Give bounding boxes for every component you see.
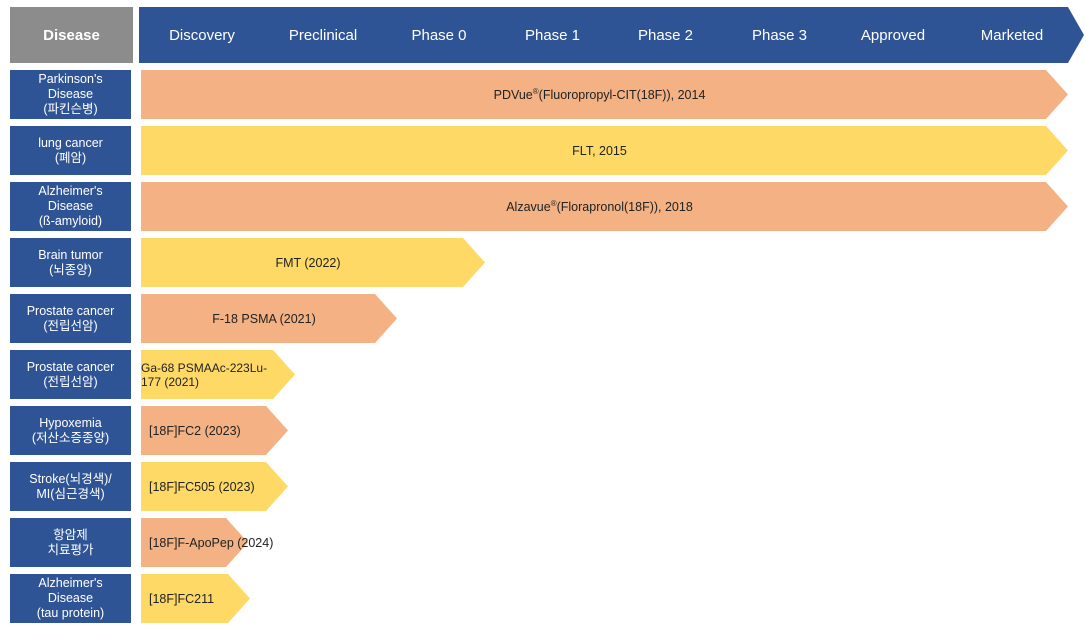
bar-label: PDVue®(Fluoropropyl-CIT(18F)), 2014 — [494, 87, 706, 102]
phase-label: Phase 1 — [524, 26, 581, 44]
bar-label: [18F]FC211 — [149, 592, 214, 606]
bar-label-line: [18F]FC211 — [149, 591, 215, 606]
bar-label: FMT (2022) — [275, 256, 340, 270]
row-label: lung cancer(폐암) — [10, 126, 131, 175]
bar-label: [18F]FC505 (2023) — [149, 480, 255, 494]
pipeline-bar — [141, 406, 288, 455]
phase-discovery: Discovery — [139, 7, 273, 63]
phase-label: Approved — [860, 26, 926, 44]
row-label-line: Prostate cancer — [26, 359, 115, 374]
phase-label: Preclinical — [288, 26, 358, 44]
row-label-line: (ß-amyloid) — [38, 214, 103, 228]
row-label-line: (저산소증종양) — [31, 430, 110, 445]
bar-label-line: FLT, 2015 — [572, 143, 627, 158]
bar-label-holder: FMT (2022) — [141, 238, 475, 287]
row-label-line: Brain tumor — [38, 247, 103, 262]
phase-label: Phase 3 — [751, 26, 808, 44]
bar-label-holder: Alzavue®(Florapronol(18F)), 2018 — [141, 182, 1058, 231]
row-label-line: Stroke(뇌경색)/ — [29, 471, 112, 486]
row-label-line: 항암제 — [53, 527, 88, 542]
row-label-line: (전립선암) — [43, 374, 98, 389]
row-label-line: Disease — [47, 591, 94, 605]
row-label-line: Hypoxemia — [39, 415, 102, 430]
phase-marketed: Marketed — [940, 7, 1084, 63]
bar-label-holder: [18F]F-ApoPep (2024) — [149, 518, 273, 567]
bar-label-holder: Ga-68 PSMAAc-223Lu-177 (2021) — [141, 350, 285, 399]
row-label: Brain tumor(뇌종양) — [10, 238, 131, 287]
bar-label-holder: F-18 PSMA (2021) — [141, 294, 387, 343]
pipeline-bar — [141, 350, 295, 399]
phase-label: Marketed — [980, 26, 1044, 44]
bar-label-holder: [18F]FC211 — [149, 574, 214, 623]
pipeline-bar — [141, 182, 1068, 231]
pipeline-bar — [141, 574, 250, 623]
row-label-line: 치료평가 — [47, 542, 94, 557]
bar-label-holder: FLT, 2015 — [141, 126, 1058, 175]
phase-preclinical: Preclinical — [255, 7, 391, 63]
bar-label: FLT, 2015 — [572, 144, 627, 158]
bar-label-line: Alzavue®(Florapronol(18F)), 2018 — [506, 198, 693, 215]
phase-label: Phase 2 — [637, 26, 694, 44]
bar-label-line: [18F]FC505 (2023) — [149, 479, 255, 494]
row-label-line: (파킨슨병) — [43, 102, 98, 116]
pipeline-bar — [141, 126, 1068, 175]
pipeline-bar — [141, 70, 1068, 119]
row-label-line: (폐암) — [54, 150, 87, 165]
bar-label-holder: [18F]FC2 (2023) — [149, 406, 241, 455]
row-label: Hypoxemia(저산소증종양) — [10, 406, 131, 455]
row-label-line: Parkinson's — [38, 72, 103, 86]
bar-label-line: PDVue®(Fluoropropyl-CIT(18F)), 2014 — [493, 86, 706, 103]
bar-label-line: F-18 PSMA (2021) — [212, 311, 316, 326]
row-label: Stroke(뇌경색)/MI(심근경색) — [10, 462, 131, 511]
row-label-line: (tau protein) — [36, 606, 105, 620]
bar-label-line: FMT (2022) — [275, 255, 341, 270]
row-label-line: Prostate cancer — [26, 303, 115, 318]
bar-label-line: Lu-177 (2021) — [141, 360, 268, 389]
row-label: Prostate cancer(전립선암) — [10, 350, 131, 399]
bar-label: [18F]F-ApoPep (2024) — [149, 536, 273, 550]
bar-label-holder: PDVue®(Fluoropropyl-CIT(18F)), 2014 — [141, 70, 1058, 119]
row-label-line: lung cancer — [38, 135, 103, 150]
bar-label-line: [18F]F-ApoPep (2024) — [149, 535, 274, 550]
row-label: Prostate cancer(전립선암) — [10, 294, 131, 343]
phase-phase-3: Phase 3 — [713, 7, 846, 63]
phase-approved: Approved — [828, 7, 958, 63]
phase-label: Discovery — [169, 26, 235, 44]
row-label-line: Disease — [47, 87, 94, 101]
row-label-line: MI(심근경색) — [36, 486, 105, 501]
row-label-line: Alzheimer's — [38, 184, 103, 198]
disease-column-header: Disease — [10, 7, 133, 63]
row-label-line: (전립선암) — [43, 318, 98, 333]
pipeline-bar — [141, 518, 248, 567]
bar-label-line: [18F]FC2 (2023) — [149, 423, 241, 438]
row-label-line: Disease — [47, 199, 94, 213]
bar-label: Ga-68 PSMAAc-223Lu-177 (2021) — [141, 361, 285, 389]
row-label-line: Alzheimer's — [38, 576, 103, 590]
pipeline-bar — [141, 462, 288, 511]
bar-label: [18F]FC2 (2023) — [149, 424, 241, 438]
phase-phase-0: Phase 0 — [373, 7, 505, 63]
phase-phase-2: Phase 2 — [600, 7, 731, 63]
pipeline-bar — [141, 238, 485, 287]
phase-phase-1: Phase 1 — [487, 7, 618, 63]
phase-label: Phase 0 — [411, 26, 467, 44]
pipeline-bar — [141, 294, 397, 343]
bar-label-line: Ga-68 PSMA — [141, 360, 212, 375]
row-label-line: (뇌종양) — [49, 262, 92, 277]
bar-label: F-18 PSMA (2021) — [212, 312, 316, 326]
bar-label: Alzavue®(Florapronol(18F)), 2018 — [506, 199, 693, 214]
bar-label-holder: [18F]FC505 (2023) — [149, 462, 255, 511]
bar-label-line: Ac-223 — [211, 360, 250, 375]
